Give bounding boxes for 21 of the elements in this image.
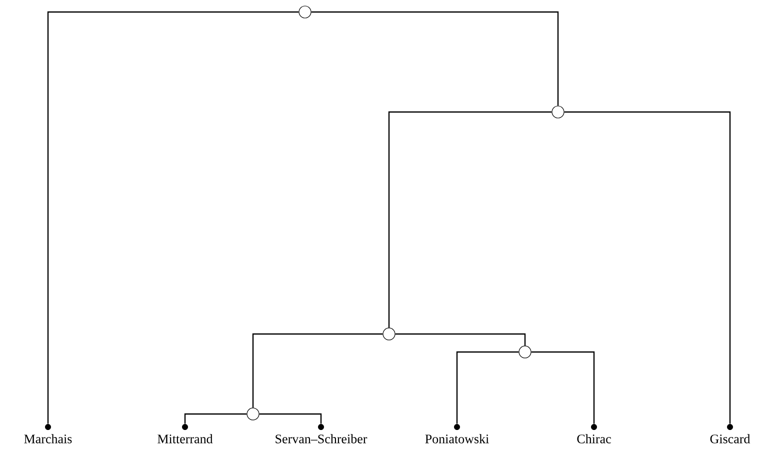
tree-branch — [47, 11, 299, 424]
leaf-label: Mitterrand — [158, 434, 213, 444]
tree-branch — [456, 351, 519, 424]
tree-branch — [531, 351, 595, 424]
tree-branch — [184, 413, 247, 424]
leaf-label: Marchais — [24, 434, 72, 444]
leaf-label: Servan–Schreiber — [276, 434, 368, 444]
leaf-label: Poniatowski — [425, 434, 489, 444]
tree-branch — [564, 111, 731, 424]
tree-branch — [395, 333, 526, 346]
junction-circle — [552, 106, 564, 118]
junction-circle — [298, 6, 312, 18]
tree-branch — [388, 111, 552, 328]
junction-circle — [382, 328, 396, 340]
leaf-label: Chirac — [577, 434, 611, 444]
junction-circle — [518, 346, 532, 358]
leaf-label: Giscard — [710, 434, 750, 444]
junction-circle — [246, 408, 260, 420]
tree-branch — [259, 413, 322, 424]
tree-branch — [311, 11, 559, 106]
tree-branch — [252, 333, 383, 408]
